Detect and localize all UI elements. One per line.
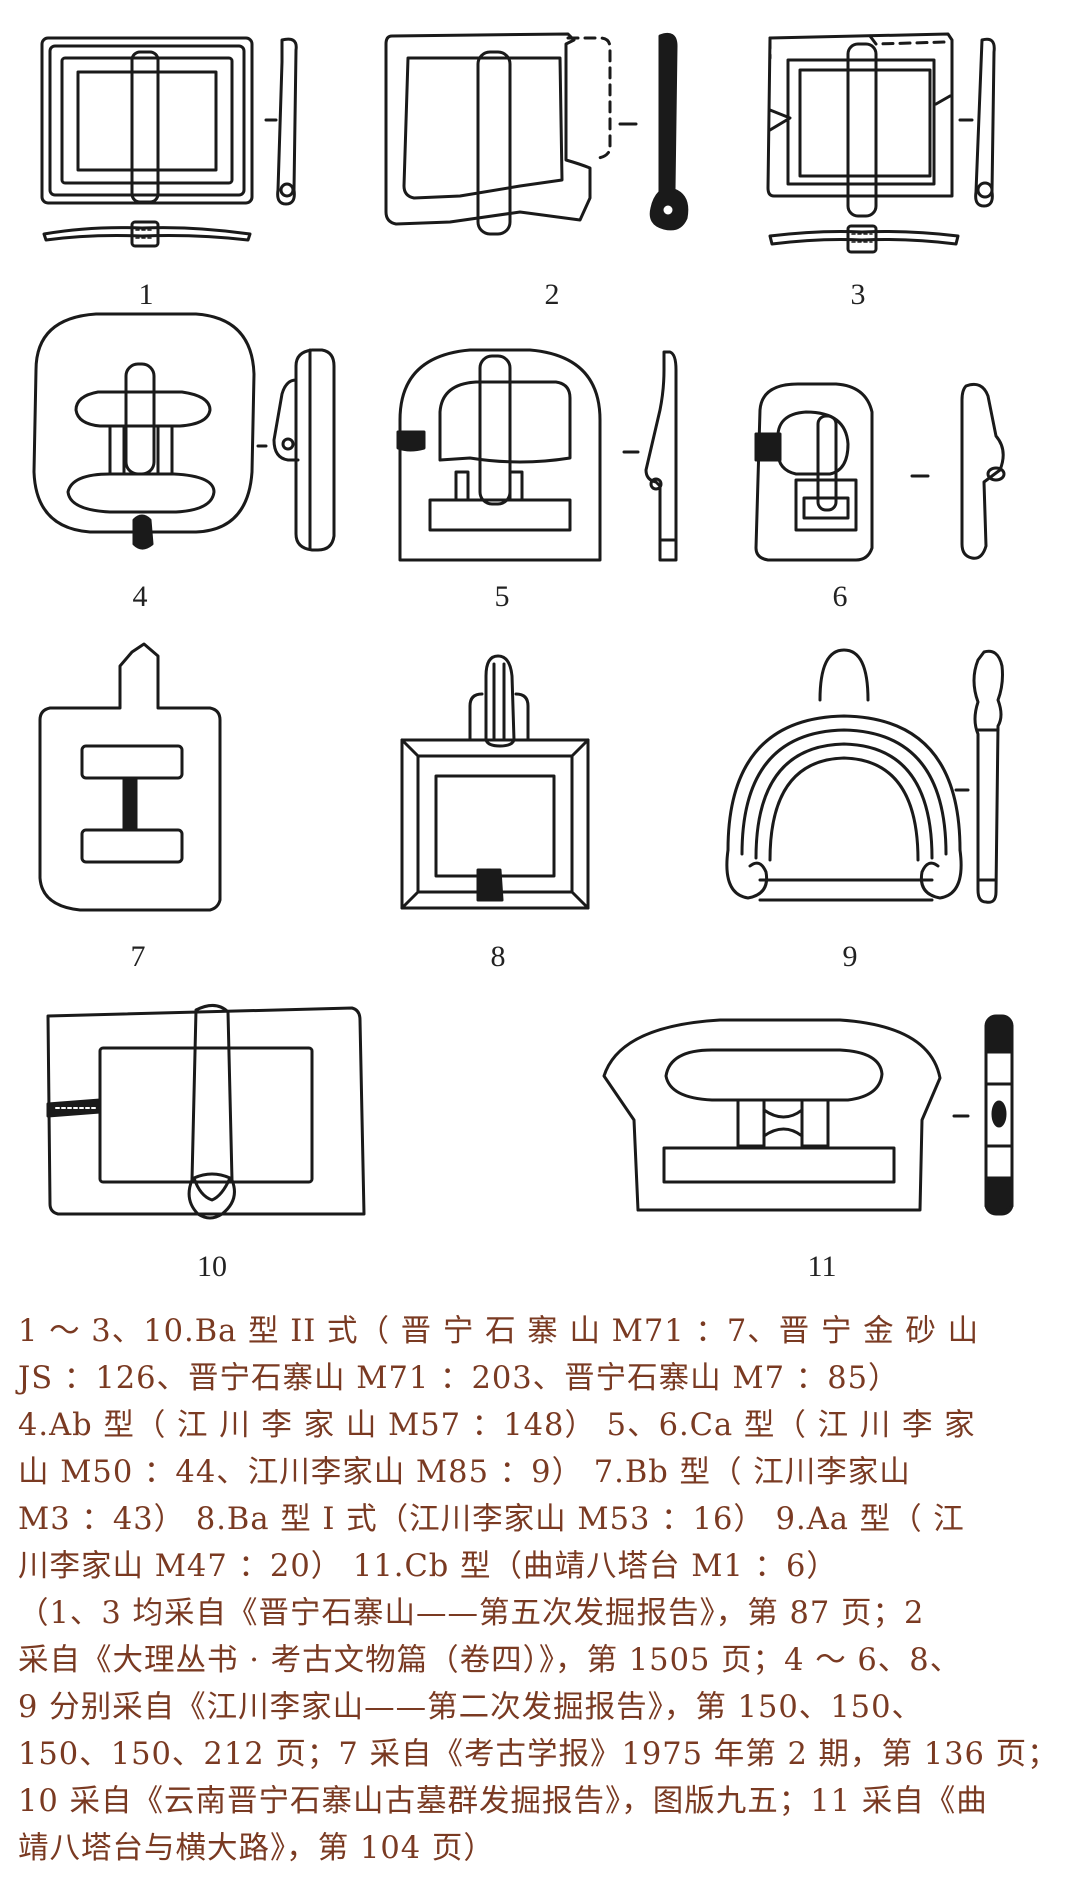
buckle-drawing-1 (40, 36, 298, 248)
caption-line: 150、150、212 页；7 采自《考古学报》1975 年第 2 期，第 13… (18, 1737, 1059, 1772)
buckle-drawing-9 (725, 648, 1004, 904)
figure-number-2: 2 (544, 278, 560, 311)
caption-line: 4.Ab 型（ 江 川 李 家 山 M57 ：148） 5、6.Ca 型（ 江 … (18, 1408, 976, 1443)
figure-number-5: 5 (494, 580, 510, 613)
figure-number-4: 4 (132, 580, 148, 613)
caption-line: 靖八塔台与横大路》，第 104 页） (18, 1831, 495, 1866)
caption-line: 9 分别采自《江川李家山——第二次发掘报告》，第 150、150、 (18, 1690, 923, 1725)
figure-number-10: 10 (197, 1250, 227, 1283)
caption-line: 采自《大理丛书 · 考古文物篇（卷四）》，第 1505 页；4 ～ 6、8、 (18, 1643, 962, 1678)
buckle-drawing-2 (384, 32, 689, 236)
buckle-drawing-4 (32, 312, 336, 552)
figure-number-3: 3 (850, 278, 866, 311)
caption-line: M3 ：43） 8.Ba 型 I 式（江川李家山 M53 ：16） 9.Aa 型… (18, 1502, 965, 1537)
figure-plate: 1 2 3 4 5 6 7 8 9 10 11 (32, 32, 1014, 1283)
buckle-drawing-11 (602, 1014, 1014, 1216)
caption-line: 川李家山 M47 ：20） 11.Cb 型（曲靖八塔台 M1 ：6） (18, 1549, 838, 1584)
buckle-drawing-6 (754, 382, 1006, 562)
figure-number-1: 1 (138, 278, 154, 311)
caption-line: （1、3 均采自《晋宁石寨山——第五次发掘报告》，第 87 页；2 (18, 1596, 925, 1631)
caption-line: 10 采自《云南晋宁石寨山古墓群发掘报告》，图版九五；11 采自《曲 (18, 1784, 988, 1819)
caption-line: JS ：126、晋宁石寨山 M71 ：203、晋宁石寨山 M7 ：85） (18, 1361, 900, 1396)
buckle-drawing-5 (396, 348, 678, 562)
figure-number-8: 8 (490, 940, 506, 973)
caption-line: 山 M50 ：44、江川李家山 M85 ：9） 7.Bb 型（ 江川李家山 (18, 1455, 911, 1490)
figure-number-7: 7 (130, 940, 146, 973)
caption-line: 1 ～ 3、10.Ba 型 II 式（ 晋 宁 石 寨 山 M71 ：7、晋 宁… (18, 1314, 980, 1349)
buckle-drawing-7 (38, 642, 222, 912)
buckle-drawing-8 (400, 654, 590, 910)
figure-number-11: 11 (807, 1250, 837, 1283)
buckle-drawing-10 (46, 1004, 366, 1220)
figure-number-6: 6 (832, 580, 848, 613)
figure-caption: 1 ～ 3、10.Ba 型 II 式（ 晋 宁 石 寨 山 M71 ：7、晋 宁… (18, 1308, 1068, 1872)
figure-number-9: 9 (842, 940, 858, 973)
buckle-drawing-3 (766, 32, 996, 254)
